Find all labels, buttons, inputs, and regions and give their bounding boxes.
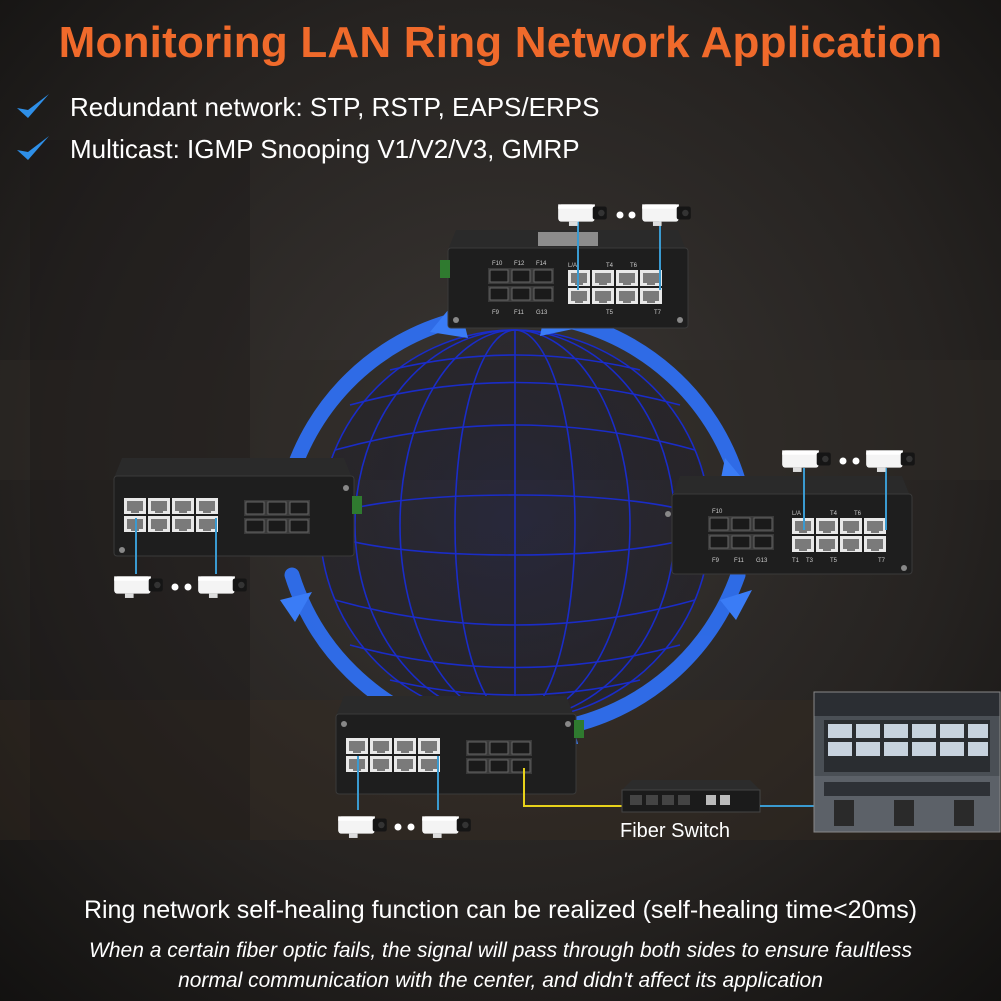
port-label: F9 xyxy=(492,310,500,316)
port-label: T7 xyxy=(878,558,886,564)
globe-graphic xyxy=(319,329,711,721)
cctv-camera-icon xyxy=(422,816,471,838)
port-label: T6 xyxy=(854,511,862,517)
checkmark-icon xyxy=(17,136,49,160)
cctv-camera-icon xyxy=(338,816,387,838)
port-label: T4 xyxy=(606,263,614,269)
camera-group-top xyxy=(558,204,691,226)
fiber-switch-device xyxy=(621,780,761,813)
port-label: T4 xyxy=(830,511,838,517)
port-label: F11 xyxy=(514,310,525,316)
camera-group-bottom xyxy=(338,816,471,838)
port-label: G13 xyxy=(756,558,768,564)
checkmark-icon xyxy=(17,94,49,118)
port-label: F9 xyxy=(712,558,720,564)
port-label: L/A xyxy=(792,511,801,517)
camera-group-right xyxy=(782,450,915,472)
self-healing-caption: Ring network self-healing function can b… xyxy=(83,896,918,924)
port-label: T7 xyxy=(654,310,662,316)
failover-line: normal communication with the center, an… xyxy=(178,969,823,992)
port-label: F14 xyxy=(536,261,547,267)
fiber-link xyxy=(523,768,626,807)
port-label: F11 xyxy=(734,558,745,564)
port-label: T3 xyxy=(806,558,814,564)
ethernet-links xyxy=(135,220,887,810)
port-label: T5 xyxy=(606,310,614,316)
industrial-switch-top: F10 F12 F14 F9 F11 G13 L/A T4 T6 T5 T7 xyxy=(440,230,689,329)
cctv-camera-icon xyxy=(114,576,163,598)
camera-group-left xyxy=(114,576,247,598)
cctv-camera-icon xyxy=(642,204,691,226)
port-label: T5 xyxy=(830,558,838,564)
failover-description: When a certain fiber optic fails, the si… xyxy=(60,936,941,996)
feature-item: Multicast: IGMP Snooping V1/V2/V3, GMRP xyxy=(14,129,580,169)
port-label: T6 xyxy=(630,263,638,269)
port-label: L/A xyxy=(568,263,577,269)
page-title: Monitoring LAN Ring Network Application xyxy=(58,18,943,67)
port-label: F10 xyxy=(492,261,503,267)
industrial-switch-bottom xyxy=(335,696,584,795)
port-label: G13 xyxy=(536,310,548,316)
cctv-camera-icon xyxy=(558,204,607,226)
feature-item: Redundant network: STP, RSTP, EAPS/ERPS xyxy=(14,87,599,127)
industrial-switch-left xyxy=(113,458,362,557)
feature-text: Redundant network: STP, RSTP, EAPS/ERPS xyxy=(70,91,600,122)
fiber-switch-label: Fiber Switch xyxy=(620,820,731,842)
port-label: F10 xyxy=(712,509,723,515)
port-label: T1 xyxy=(792,558,800,564)
port-label: F12 xyxy=(514,261,525,267)
cctv-camera-icon xyxy=(198,576,247,598)
feature-text: Multicast: IGMP Snooping V1/V2/V3, GMRP xyxy=(70,133,580,164)
monitoring-center-photo xyxy=(813,691,1001,833)
cctv-camera-icon xyxy=(782,450,831,472)
cctv-camera-icon xyxy=(866,450,915,472)
failover-line: When a certain fiber optic fails, the si… xyxy=(89,939,912,962)
industrial-switch-right: F10 F9 F11 G13 L/A T4 T6 T1 T3 T5 T7 xyxy=(665,476,913,575)
